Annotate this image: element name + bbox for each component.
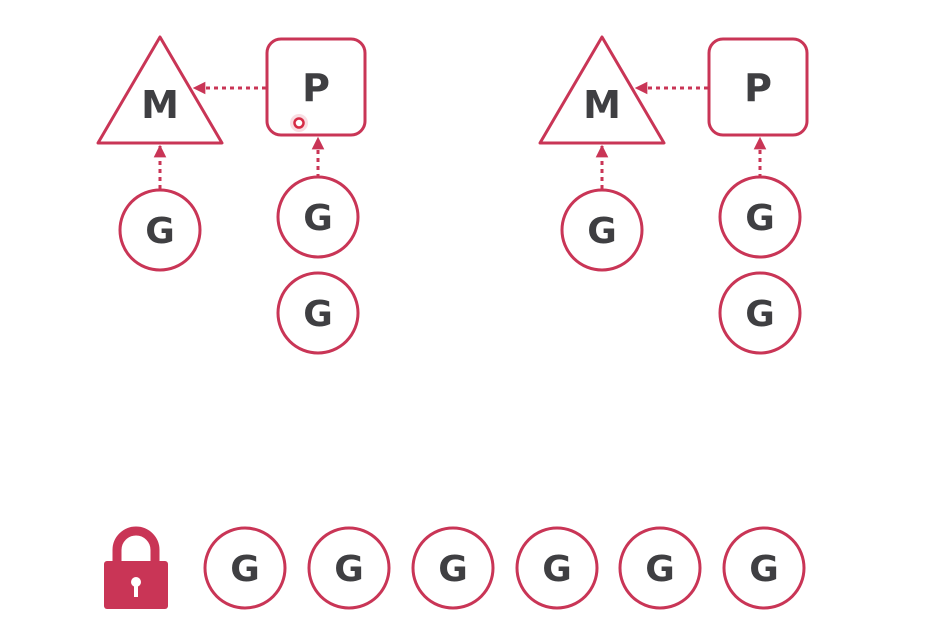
- goroutine-label: G: [438, 549, 468, 590]
- global-queue: G G G G G G: [203, 526, 806, 610]
- goroutine-label: G: [230, 549, 260, 590]
- machine-label: M: [141, 83, 179, 127]
- queued-goroutine: G: [718, 271, 802, 355]
- machine-label: M: [583, 83, 621, 127]
- right-group: M P G G G: [538, 35, 809, 355]
- goroutine-label: G: [745, 294, 775, 335]
- machine-node: M: [538, 35, 666, 145]
- global-queue-goroutine: G: [515, 526, 599, 610]
- queued-goroutine: G: [718, 175, 802, 259]
- goroutine-label: G: [334, 549, 364, 590]
- running-goroutine: G: [560, 188, 644, 272]
- running-goroutine: G: [118, 188, 202, 272]
- goroutine-label: G: [745, 198, 775, 239]
- queued-goroutine: G: [276, 175, 360, 259]
- machine-node: M: [96, 35, 224, 145]
- global-queue-goroutine: G: [203, 526, 287, 610]
- global-queue-goroutine: G: [722, 526, 806, 610]
- goroutine-label: G: [587, 211, 617, 252]
- goroutine-label: G: [303, 294, 333, 335]
- global-queue-goroutine: G: [618, 526, 702, 610]
- processor-label: P: [302, 66, 330, 110]
- cursor-dot-icon: [290, 114, 308, 132]
- processor-label: P: [744, 66, 772, 110]
- goroutine-label: G: [749, 549, 779, 590]
- goroutine-label: G: [645, 549, 675, 590]
- processor-node: P: [265, 37, 367, 137]
- goroutine-label: G: [542, 549, 572, 590]
- lock-icon: [104, 526, 168, 609]
- global-queue-goroutine: G: [307, 526, 391, 610]
- goroutine-label: G: [145, 211, 175, 252]
- left-group: M P G G G: [96, 35, 367, 355]
- queued-goroutine: G: [276, 271, 360, 355]
- processor-node: P: [707, 37, 809, 137]
- global-queue-goroutine: G: [411, 526, 495, 610]
- goroutine-label: G: [303, 198, 333, 239]
